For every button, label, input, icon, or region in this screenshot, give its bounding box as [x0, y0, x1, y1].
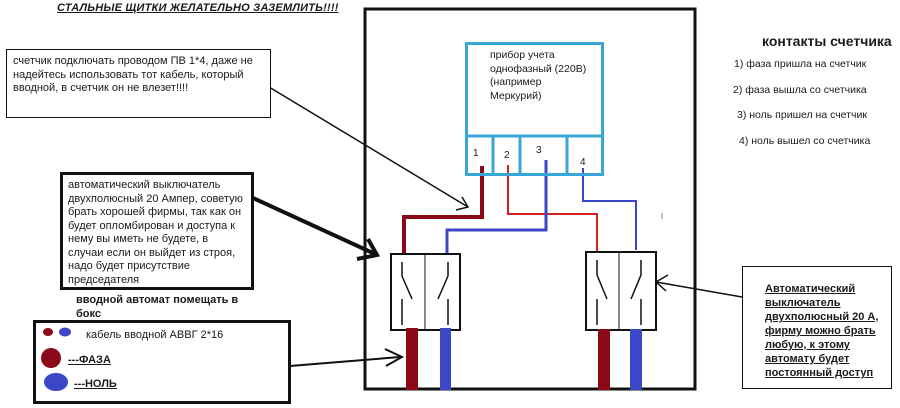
contact-item: 2) фаза вышла со счетчика [733, 84, 867, 96]
terminal-4: 4 [580, 157, 586, 168]
arrow-cable-note [268, 86, 469, 208]
wire-phase-out [507, 165, 598, 251]
wire-phase-in [402, 166, 484, 253]
contact-item: 1) фаза пришла на счетчик [734, 58, 867, 70]
input-neutral-cable [440, 328, 451, 390]
legend-cable-label: кабель вводной АВВГ 2*16 [86, 329, 224, 341]
terminal-3: 3 [536, 145, 542, 156]
output-phase-cable [598, 329, 610, 390]
cable-note: счетчик подключать проводом ПВ 1*4, даже… [6, 49, 271, 118]
arrow-legend [289, 356, 401, 367]
terminal-1: 1 [473, 148, 479, 159]
legend-phase-label: ---ФАЗА [68, 354, 111, 366]
breaker-input [390, 253, 461, 331]
page-title: СТАЛЬНЫЕ ЩИТКИ ЖЕЛАТЕЛЬНО ЗАЗЕМЛИТЬ!!!! [57, 2, 339, 14]
breaker-output [585, 251, 657, 331]
contacts-heading: контакты счетчика [762, 33, 892, 49]
cabinet-outline [363, 7, 697, 391]
contact-item: 3) ноль пришел на счетчик [737, 109, 867, 121]
legend-phase-dot [41, 348, 61, 368]
breaker-in-note: автоматический выключатель двухполюсный … [60, 172, 254, 320]
legend-small-phase-dot [43, 328, 53, 336]
meter-terminal-block [467, 134, 602, 174]
breaker-in-bold: вводной автомат помещать в бокс [76, 294, 239, 320]
arrow-breaker-out-note [655, 281, 743, 298]
output-neutral-cable [630, 329, 642, 390]
breaker-in-text: автоматический выключатель двухполюсный … [68, 179, 243, 286]
legend-neutral-label: ---НОЛЬ [74, 378, 117, 390]
input-phase-cable [406, 328, 418, 390]
wire-neutral-out [582, 168, 637, 250]
arrow-breaker-in-note [252, 196, 376, 256]
terminal-2: 2 [504, 150, 510, 161]
electricity-meter: прибор учета однофазный (220В) (например… [465, 42, 604, 176]
meter-label: прибор учета однофазный (220В) (например… [490, 49, 587, 102]
legend-neutral-dot [44, 373, 68, 391]
contact-item: 4) ноль вышел со счетчика [739, 135, 871, 147]
breaker-out-note: Автоматический выключатель двухполюсный … [742, 266, 892, 389]
legend-small-neutral-dot [59, 327, 71, 337]
wire-neutral-in [445, 160, 548, 255]
legend: кабель вводной АВВГ 2*16 ---ФАЗА ---НОЛЬ [33, 320, 291, 404]
